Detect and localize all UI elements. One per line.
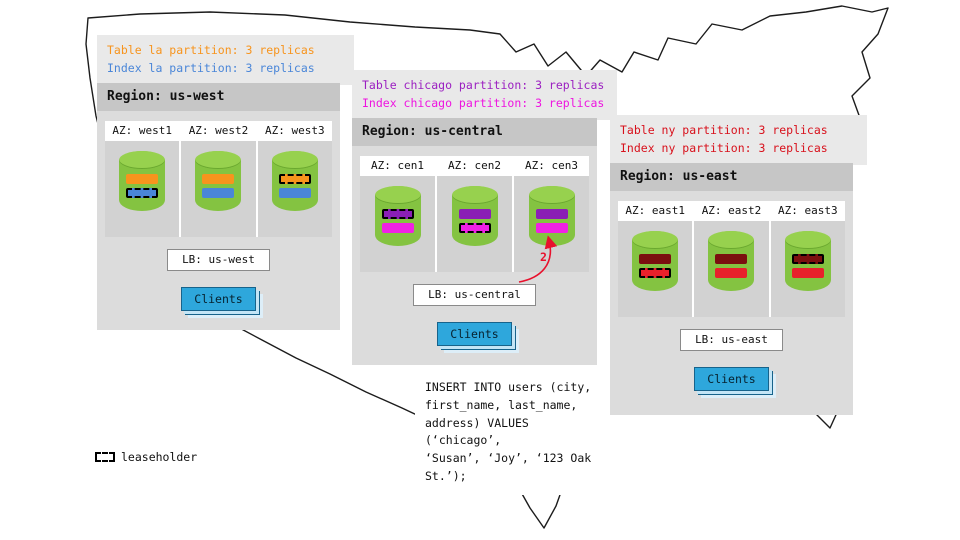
az-column-cen1: AZ: cen1 [360,156,435,272]
index-replica-bar [458,223,491,233]
table-replica-bar [381,209,414,219]
load-balancer-us-east: LB: us-east [680,329,783,351]
note-us-central: Table chicago partition: 3 replicas Inde… [352,70,617,120]
note-line-table: Table la partition: 3 replicas [107,43,315,57]
az-column-east3: AZ: east3 [770,201,845,317]
az-label: AZ: west3 [257,121,332,141]
sql-statement: INSERT INTO users (city, first_name, las… [415,370,613,495]
database-cylinder [271,151,318,211]
note-us-west: Table la partition: 3 replicas Index la … [97,35,354,85]
table-replica-bar [458,209,491,219]
clients-box-us-central: Clients [437,322,512,346]
az-row: AZ: west1 AZ: west2 AZ: [105,121,332,237]
database-cylinder [784,231,831,291]
az-column-cen2: AZ: cen2 [437,156,512,272]
table-replica-bar [639,254,672,264]
note-line-table: Table chicago partition: 3 replicas [362,78,605,92]
az-body [257,141,332,237]
leaseholder-swatch-icon [95,452,115,462]
note-line-index: Index ny partition: 3 replicas [620,140,828,155]
az-body [770,221,845,317]
region-title: Region: us-west [97,83,340,111]
note-line-index: Index chicago partition: 3 replicas [362,95,605,110]
clients-box-us-east: Clients [694,367,769,391]
az-row: AZ: cen1 AZ: cen2 AZ: ce [360,156,589,272]
clients-box-us-west: Clients [181,287,256,311]
legend: leaseholder [95,450,197,464]
region-title: Region: us-east [610,163,853,191]
index-replica-bar [639,268,672,278]
table-replica-bar [715,254,748,264]
az-column-east2: AZ: east2 [694,201,769,317]
database-cylinder [708,231,755,291]
database-cylinder [451,186,498,246]
az-label: AZ: west1 [105,121,180,141]
index-replica-bar [381,223,414,233]
az-body [181,141,256,237]
load-balancer-us-central: LB: us-central [413,284,536,306]
index-replica-bar [278,188,311,198]
az-label: AZ: west2 [181,121,256,141]
az-label: AZ: east1 [618,201,693,221]
load-balancer-us-west: LB: us-west [167,249,270,271]
legend-label: leaseholder [121,450,198,464]
table-replica-bar [535,209,568,219]
step-number-label: 2 [540,250,547,264]
az-column-west2: AZ: west2 [181,121,256,237]
region-panel-us-central: Region: us-central AZ: cen1 AZ: cen2 [352,118,597,365]
database-cylinder [195,151,242,211]
az-body [437,176,512,272]
table-replica-bar [791,254,824,264]
az-column-west3: AZ: west3 [257,121,332,237]
region-panel-us-west: Region: us-west AZ: west1 AZ: west2 [97,83,340,330]
note-line-index: Index la partition: 3 replicas [107,60,315,75]
az-label: AZ: cen1 [360,156,435,176]
table-replica-bar [126,174,159,184]
az-body [694,221,769,317]
az-body [618,221,693,317]
table-replica-bar [202,174,235,184]
az-column-east1: AZ: east1 [618,201,693,317]
database-cylinder [119,151,166,211]
database-cylinder [632,231,679,291]
index-replica-bar [791,268,824,278]
routing-arrow [518,235,558,283]
az-column-west1: AZ: west1 [105,121,180,237]
index-replica-bar [715,268,748,278]
az-label: AZ: cen2 [437,156,512,176]
az-body [105,141,180,237]
table-replica-bar [278,174,311,184]
az-label: AZ: east2 [694,201,769,221]
az-row: AZ: east1 AZ: east2 AZ: [618,201,845,317]
database-cylinder [374,186,421,246]
region-panel-us-east: Region: us-east AZ: east1 AZ: east2 [610,163,853,415]
region-title: Region: us-central [352,118,597,146]
az-body [360,176,435,272]
index-replica-bar [535,223,568,233]
index-replica-bar [202,188,235,198]
note-line-table: Table ny partition: 3 replicas [620,123,828,137]
note-us-east: Table ny partition: 3 replicas Index ny … [610,115,867,165]
index-replica-bar [126,188,159,198]
az-label: AZ: east3 [770,201,845,221]
az-label: AZ: cen3 [514,156,589,176]
